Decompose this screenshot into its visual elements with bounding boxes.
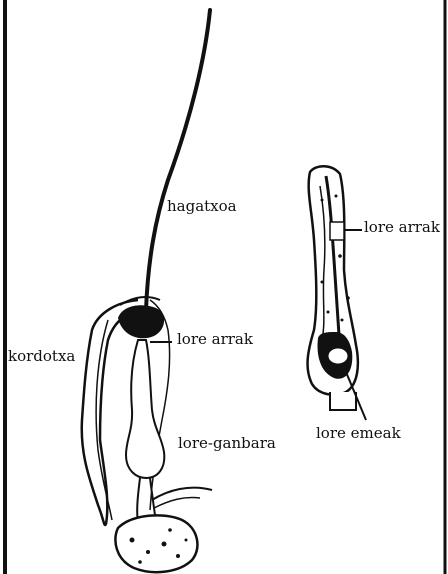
label-lore-arrak-right: lore arrak xyxy=(364,220,440,235)
section-male-flowers xyxy=(330,222,344,240)
section-female-flowers xyxy=(328,348,348,364)
label-kordotxa: kordotxa xyxy=(8,349,75,364)
root-tendril-right-2 xyxy=(154,497,200,508)
male-flowers-dark-ring xyxy=(118,305,164,338)
spadix-appendage xyxy=(146,10,210,310)
section-stalk xyxy=(330,392,356,410)
floral-chamber xyxy=(126,340,164,478)
label-hagatxoa: hagatxoa xyxy=(167,199,237,214)
label-lore-arrak-left: lore arrak xyxy=(177,332,253,347)
tuber xyxy=(115,515,197,572)
label-lore-emeak: lore emeak xyxy=(316,426,401,441)
label-lore-ganbara: lore-ganbara xyxy=(178,436,276,451)
